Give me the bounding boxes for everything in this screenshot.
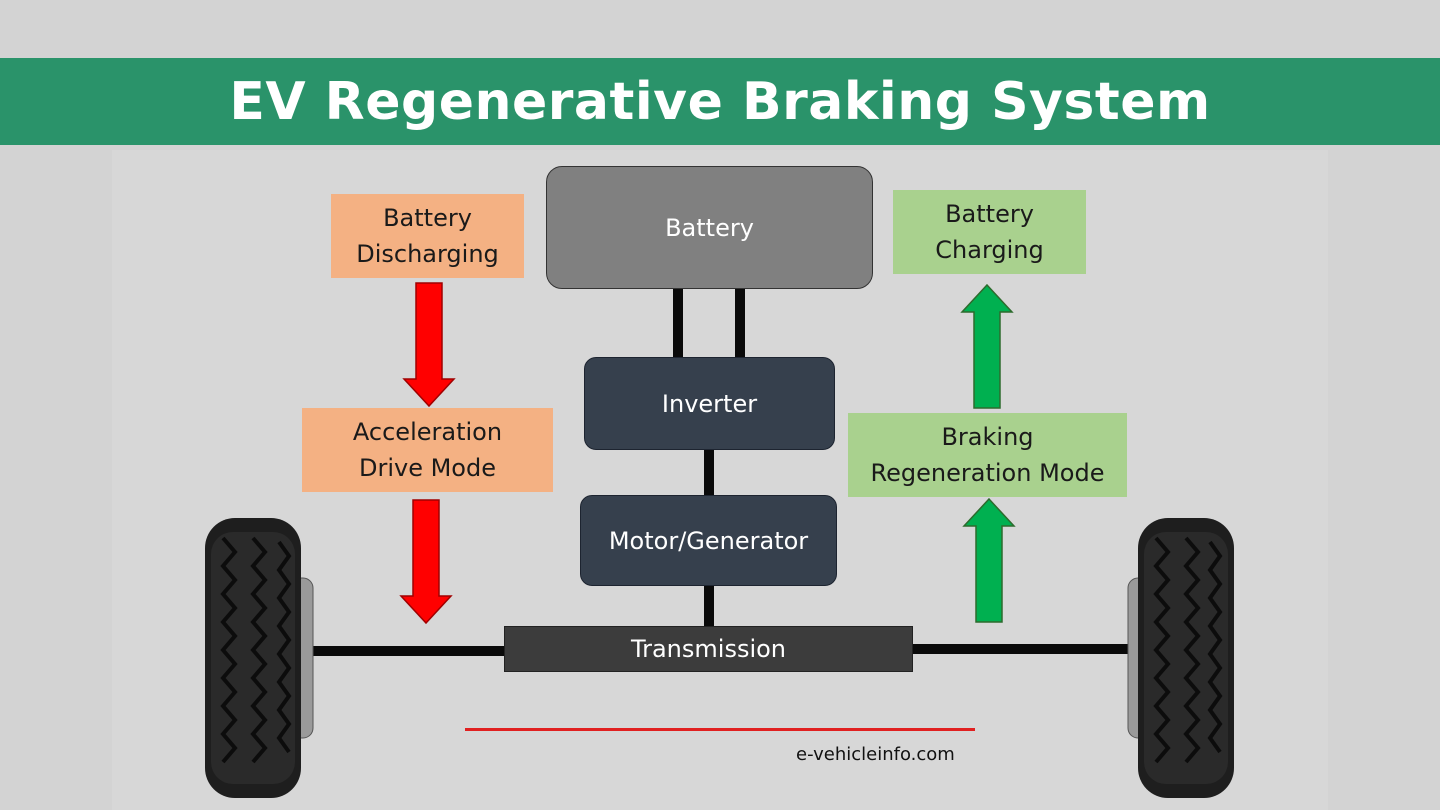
left-wheel-icon	[205, 518, 314, 798]
title-banner: EV Regenerative Braking System	[0, 58, 1440, 145]
battery-charging-box: Battery Charging	[893, 190, 1086, 274]
battery-discharging-box: Battery Discharging	[331, 194, 524, 278]
footer-divider	[465, 728, 975, 731]
inverter-box: Inverter	[584, 357, 835, 450]
charge-arrow-lower	[962, 497, 1016, 623]
motor-transmission-shaft	[704, 586, 714, 628]
left-axle	[300, 646, 506, 656]
transmission-label: Transmission	[630, 635, 787, 663]
discharge-arrow-lower	[399, 499, 453, 625]
charge-arrow-upper	[960, 283, 1014, 409]
acceleration-drive-mode-box: Acceleration Drive Mode	[302, 408, 553, 492]
battery-box: Battery	[546, 166, 873, 289]
right-axle	[912, 644, 1130, 654]
braking-regeneration-mode-box: Braking Regeneration Mode	[848, 413, 1127, 497]
page-title: EV Regenerative Braking System	[229, 71, 1211, 132]
acceleration-drive-mode-label: Acceleration Drive Mode	[352, 418, 503, 482]
battery-label: Battery	[665, 213, 754, 242]
battery-inverter-wire-left	[673, 288, 683, 358]
braking-regeneration-mode-label: Braking Regeneration Mode	[870, 423, 1105, 487]
battery-inverter-wire-right	[735, 288, 745, 358]
battery-discharging-label: Battery Discharging	[356, 204, 499, 268]
inverter-motor-wire	[704, 450, 714, 496]
discharge-arrow-upper	[402, 282, 456, 408]
motor-generator-label: Motor/Generator	[608, 526, 809, 555]
transmission-box: Transmission	[504, 626, 913, 672]
motor-generator-box: Motor/Generator	[580, 495, 837, 586]
website-credit: e-vehicleinfo.com	[796, 744, 955, 765]
inverter-label: Inverter	[661, 389, 758, 418]
battery-charging-label: Battery Charging	[935, 200, 1044, 264]
right-wheel-icon	[1127, 518, 1234, 798]
